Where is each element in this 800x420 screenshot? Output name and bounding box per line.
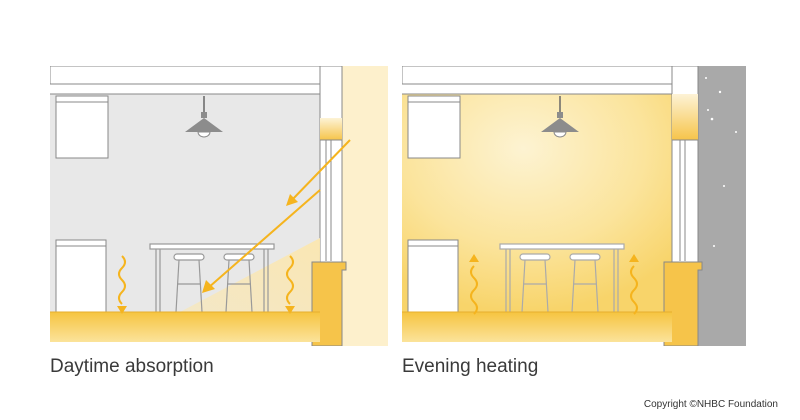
heat-wave-icon — [469, 254, 639, 315]
pendant-lamp-icon — [185, 96, 223, 138]
stools — [519, 253, 601, 313]
floor-slab — [402, 312, 672, 342]
sun-ray-arrow-icon — [202, 139, 351, 293]
wall-cabinet — [55, 95, 109, 159]
ceiling-slab — [402, 66, 699, 85]
night-sky — [698, 66, 746, 346]
floor-slab — [50, 312, 320, 342]
evening-diagram — [402, 66, 746, 346]
window-sill — [311, 261, 347, 346]
star-icon — [705, 77, 737, 247]
base-cabinet — [407, 239, 459, 313]
window-sill — [663, 261, 703, 346]
dining-table — [499, 243, 625, 312]
wall-cabinet — [407, 95, 461, 159]
sunlight-outside — [342, 66, 388, 346]
copyright-notice: Copyright ©NHBC Foundation — [643, 399, 778, 410]
dining-table — [149, 243, 275, 312]
heat-wave-icon — [117, 255, 295, 314]
caption-evening: Evening heating — [402, 356, 539, 377]
caption-daytime: Daytime absorption — [50, 356, 214, 377]
pendant-lamp-icon — [541, 96, 579, 138]
ceiling-slab — [50, 66, 343, 85]
daytime-diagram — [50, 66, 388, 346]
base-cabinet — [55, 239, 107, 313]
